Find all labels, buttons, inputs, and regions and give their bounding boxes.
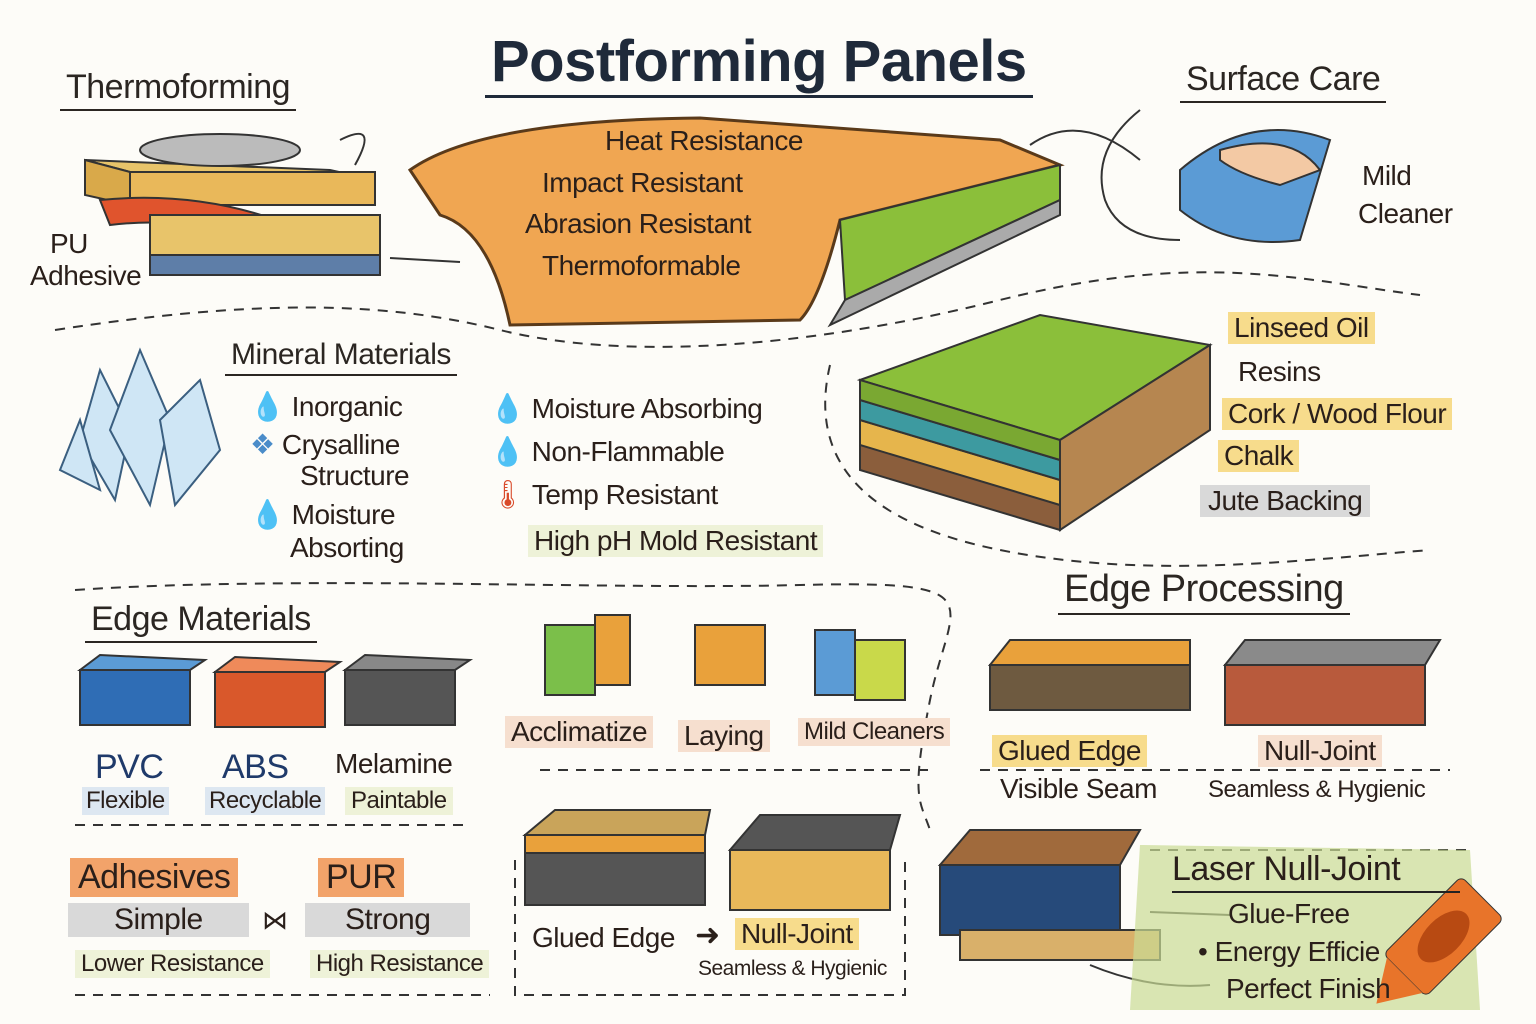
panel-property: Impact Resistant [542, 167, 743, 198]
surface-care-heading: Surface Care [1180, 60, 1387, 103]
laser-benefit: Perfect Finish [1226, 973, 1391, 1004]
null-joint-name: Null-Joint [1258, 735, 1382, 767]
glued-edge-name: Glued Edge [992, 735, 1147, 767]
postforming-panel-illustration [407, 116, 1065, 328]
section-dividers [54, 271, 1470, 996]
install-step: Mild Cleaners [798, 718, 951, 746]
edge-samples-illustration [522, 639, 1442, 987]
cleaner-label: Cleaner [1358, 198, 1453, 229]
water-drop-icon: 💧 [490, 393, 525, 424]
edge-material-trait: Flexible [82, 787, 169, 815]
mineral-item-label: Moisture [291, 499, 396, 530]
mineral-property: 💧 Non-Flammable [490, 435, 725, 468]
property-label: Moisture Absorbing [531, 393, 763, 424]
layer-label: Jute Backing [1200, 485, 1371, 517]
mineral-materials-heading: Mineral Materials [225, 338, 457, 376]
linoleum-layers-illustration [856, 313, 1213, 532]
mild-label: Mild [1362, 160, 1412, 191]
edge-material-name: Melamine [335, 748, 453, 779]
cloth-illustration [1029, 109, 1332, 243]
installation-icons [544, 614, 906, 701]
thermoforming-heading: Thermoforming [60, 68, 297, 111]
laser-benefit: • Energy Efficie [1198, 936, 1381, 967]
panel-property: Thermoformable [542, 250, 741, 281]
edge-material-name: ABS [222, 748, 289, 786]
install-step: Laying [678, 720, 770, 752]
property-label: Non-Flammable [531, 436, 725, 467]
mineral-item: Structure [300, 460, 410, 491]
crayon-icon [1376, 878, 1502, 1004]
mineral-item-label: Inorganic [291, 391, 403, 422]
null-joint-sub: Seamless & Hygienic [1208, 776, 1426, 803]
mineral-property: High pH Mold Resistant [528, 525, 824, 557]
laser-benefit: Glue-Free [1228, 898, 1350, 929]
thermoforming-illustration [84, 132, 461, 276]
property-label: Temp Resistant [531, 479, 718, 510]
arrow-icon: ➜ [695, 919, 720, 952]
crystal-illustration [58, 347, 222, 508]
mineral-property: 🌡 Temp Resistant [490, 478, 718, 511]
mineral-item-label: Crysalline [281, 429, 400, 460]
layer-label: Chalk [1218, 440, 1300, 472]
edge-materials-heading: Edge Materials [85, 600, 317, 643]
thermometer-icon: 🌡 [490, 479, 526, 510]
adhesive-resistance: High Resistance [310, 950, 490, 978]
flame-drop-icon: 💧 [490, 436, 525, 467]
laser-benefit-label: Energy Efficie [1214, 936, 1381, 967]
adhesive-type: Strong [305, 903, 471, 937]
water-drop-icon: 💧 [250, 391, 285, 422]
adhesive-type: Simple [68, 903, 249, 937]
layer-label: Cork / Wood Flour [1222, 398, 1453, 430]
edge-profiles-illustration [77, 653, 474, 728]
edge-material-trait: Recyclable [205, 787, 326, 815]
adhesives-label: Adhesives [70, 858, 239, 897]
install-step: Acclimatize [505, 716, 654, 748]
glued-edge-label: Glued Edge [532, 922, 675, 953]
crystal-icon: ❖ [250, 429, 275, 460]
mineral-property: 💧 Moisture Absorbing [490, 392, 763, 425]
panel-property: Abrasion Resistant [525, 208, 752, 239]
mineral-item: Absorting [290, 532, 404, 563]
edge-processing-heading: Edge Processing [1058, 568, 1350, 615]
pu-label: PU [50, 228, 88, 259]
null-joint-sub: Seamless & Hygienic [698, 957, 887, 980]
panel-property: Heat Resistance [605, 125, 803, 156]
bat-divider-icon: ⋈ [262, 905, 288, 935]
laser-heading: Laser Null-Joint [1172, 850, 1461, 893]
null-joint-label: Null-Joint [735, 918, 859, 950]
edge-material-name: PVC [95, 748, 164, 786]
glued-edge-sub: Visible Seam [1000, 773, 1157, 804]
page-title: Postforming Panels [485, 28, 1033, 98]
adhesive-label: Adhesive [30, 260, 142, 291]
pur-label: PUR [318, 858, 405, 897]
water-drop-icon: 💧 [250, 499, 285, 530]
layer-label: Linseed Oil [1228, 312, 1375, 344]
mineral-item: ❖ Crysalline [250, 428, 400, 461]
mineral-item: 💧 Moisture [250, 498, 396, 531]
adhesive-resistance: Lower Resistance [75, 950, 270, 978]
edge-material-trait: Paintable [345, 787, 453, 815]
layer-label: Resins [1238, 356, 1321, 387]
mineral-item: 💧 Inorganic [250, 390, 403, 423]
